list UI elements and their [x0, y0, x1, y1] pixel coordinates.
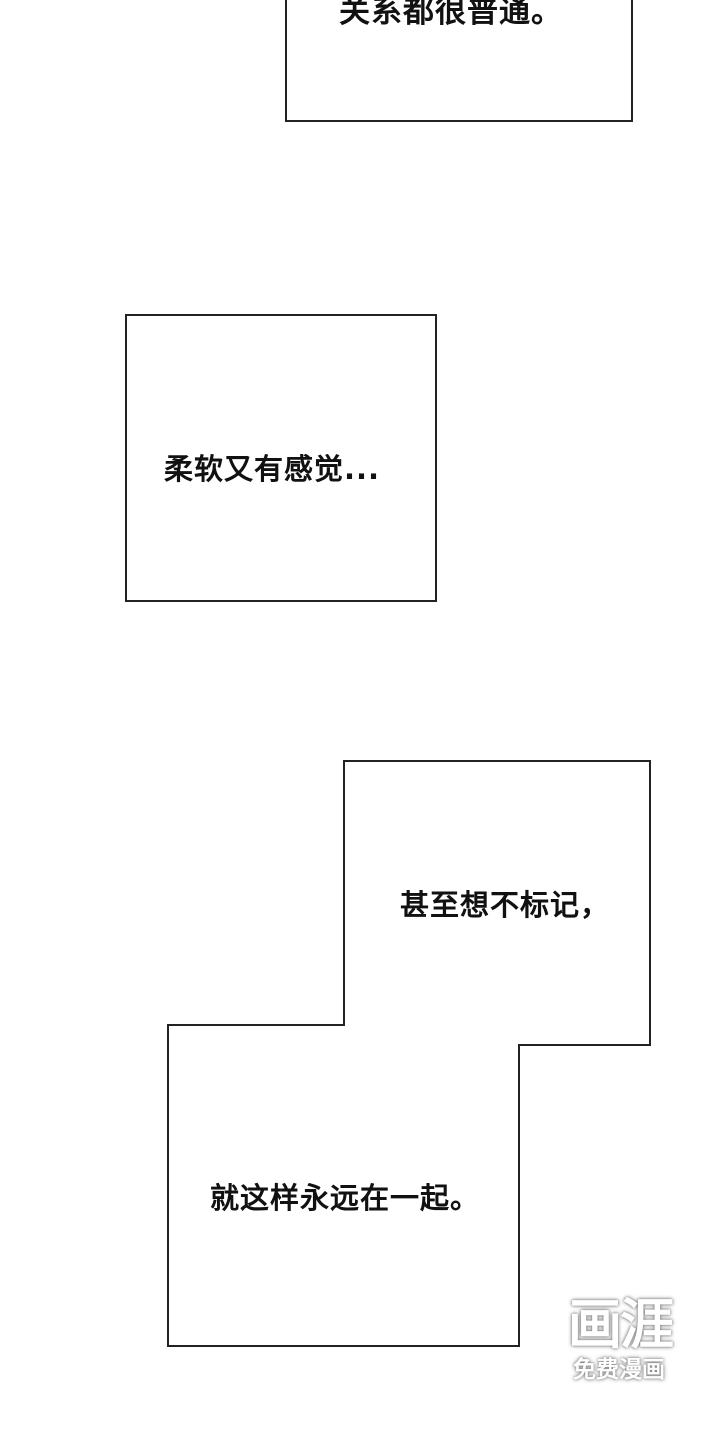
caption-box-2: 柔软又有感觉... [125, 314, 437, 602]
caption-text-2: 柔软又有感觉... [164, 452, 381, 486]
caption-text-3a: 甚至想不标记， [400, 888, 611, 922]
watermark-caption: 免费漫画 [573, 1357, 665, 1383]
watermark-logo-text: 画涯 [568, 1293, 674, 1356]
caption-text-1: 关系都很普通。 [339, 0, 563, 30]
caption-text-3b: 就这样永远在一起。 [210, 1181, 481, 1215]
caption-box-1: 关系都很普通。 [285, 0, 633, 122]
